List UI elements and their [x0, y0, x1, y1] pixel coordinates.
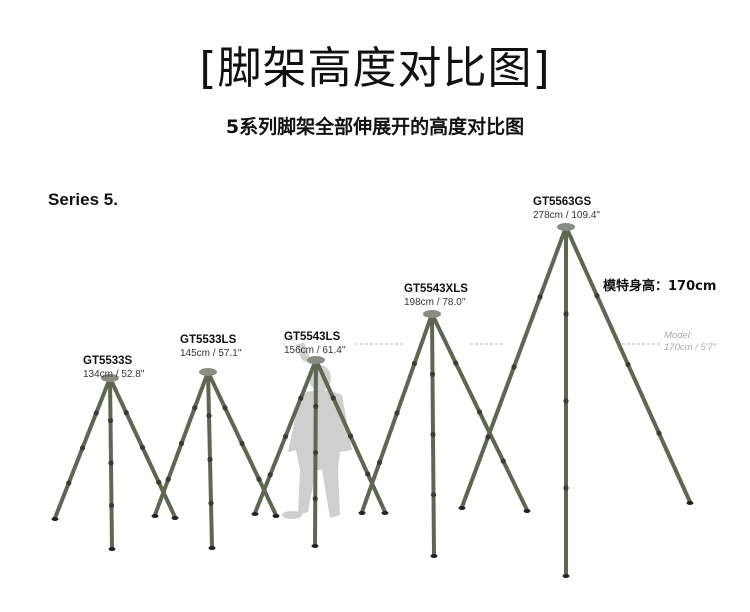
leg-joint — [107, 417, 114, 424]
leg-joint — [267, 472, 273, 478]
leg-joint — [256, 476, 262, 482]
page-title: [脚架高度对比图] — [199, 43, 551, 94]
model-height: 134cm / 52.8" — [83, 369, 145, 380]
leg-joint — [411, 360, 418, 367]
leg-joint — [453, 360, 459, 366]
series-label: Series 5. — [48, 190, 118, 209]
leg-joint — [192, 405, 198, 411]
tripod-gt5543ls — [251, 356, 389, 548]
leg-joint — [108, 502, 115, 509]
tripod-foot — [458, 506, 466, 510]
leg-joint — [222, 405, 228, 411]
tripod-foot — [51, 517, 59, 521]
leg-joint — [330, 395, 336, 401]
leg-joint — [476, 409, 483, 415]
tripod-foot — [272, 514, 280, 518]
model-name: GT5543LS — [284, 331, 341, 343]
model-height: 198cm / 78.0" — [404, 297, 466, 308]
tripod-label-gt5563gs: GT5563GS 278cm / 109.4" — [533, 195, 600, 222]
leg-joint — [485, 434, 491, 440]
leg-joint — [313, 403, 319, 409]
leg-joint — [429, 371, 436, 377]
page-subtitle: 5系列脚架全部伸展开的高度对比图 — [225, 116, 525, 138]
model-height: 156cm / 61.4" — [284, 345, 346, 356]
leg-joint — [430, 492, 437, 498]
model-name: GT5543XLS — [404, 283, 468, 295]
tripod-foot — [171, 516, 179, 520]
tripod-head-plate — [557, 223, 575, 231]
model-height: 278cm / 109.4" — [533, 210, 600, 221]
tripod-foot — [311, 544, 319, 548]
leg-joint — [165, 476, 171, 482]
model-name: GT5533S — [83, 355, 133, 367]
tripod-foot — [686, 501, 694, 505]
leg-joint — [365, 471, 371, 477]
leg-joint — [347, 433, 354, 439]
tripod-head-plate — [423, 310, 441, 318]
tripod-gt5533s — [51, 374, 179, 551]
tripod-foot — [430, 554, 438, 558]
leg-joint — [178, 440, 185, 447]
leg-joint — [93, 410, 99, 416]
tripod-foot — [108, 547, 116, 551]
tripod-foot — [381, 511, 389, 515]
tripod-head-plate — [101, 374, 119, 382]
model-note-line1: Model: — [664, 330, 693, 341]
tripod-gt5563gs — [458, 223, 694, 578]
leg-joint — [208, 500, 214, 506]
tripod-label-gt5543xls: GT5543XLS 198cm / 78.0" — [404, 282, 468, 309]
model-height-label: 模特身高：170cm — [603, 279, 717, 294]
leg-joint — [282, 433, 289, 440]
model-height-note: Model: 170cm / 5'7" — [664, 330, 716, 354]
leg-joint — [563, 311, 569, 317]
tripod-foot — [208, 546, 216, 550]
leg-joint — [563, 485, 569, 491]
leg-joint — [537, 294, 543, 300]
model-height: 145cm / 57.1" — [180, 348, 242, 359]
leg-joint — [312, 449, 319, 456]
leg-joint — [376, 459, 383, 466]
leg-joint — [206, 413, 212, 419]
leg-joint — [239, 440, 245, 447]
leg-joint — [66, 480, 72, 486]
leg-joint — [79, 445, 86, 451]
model-note-line2: 170cm / 5'7" — [664, 342, 717, 353]
leg-joint — [625, 361, 631, 368]
leg-joint — [500, 458, 506, 464]
tripod-foot — [251, 512, 259, 516]
tripod-foot — [562, 574, 570, 578]
leg-joint — [312, 496, 318, 502]
leg-joint — [394, 410, 400, 416]
tripod-foot — [151, 514, 159, 518]
tripod-label-gt5533ls: GT5533LS 145cm / 57.1" — [180, 333, 241, 360]
leg-joint — [123, 410, 129, 416]
tripod-head-plate — [199, 368, 217, 376]
model-name: GT5563GS — [533, 196, 592, 208]
tripod-gt5533ls — [151, 368, 280, 550]
leg-joint — [139, 444, 146, 451]
leg-joint — [156, 479, 162, 485]
model-name: GT5533LS — [180, 334, 237, 346]
tripod-foot — [358, 511, 366, 515]
tripod-gt5543xls — [358, 310, 531, 558]
tripod-foot — [523, 509, 531, 513]
leg-joint — [207, 456, 213, 463]
tripod-label-gt5543ls: GT5543LS 156cm / 61.4" — [284, 330, 345, 357]
leg-joint — [594, 293, 600, 299]
leg-joint — [298, 395, 304, 401]
tripod-head-plate — [307, 356, 325, 364]
leg-joint — [430, 431, 436, 438]
leg-joint — [108, 460, 114, 466]
tripod-label-gt5533s: GT5533S 134cm / 52.8" — [83, 354, 144, 381]
leg-joint — [656, 430, 662, 436]
leg-joint — [563, 398, 569, 404]
leg-joint — [511, 364, 517, 370]
